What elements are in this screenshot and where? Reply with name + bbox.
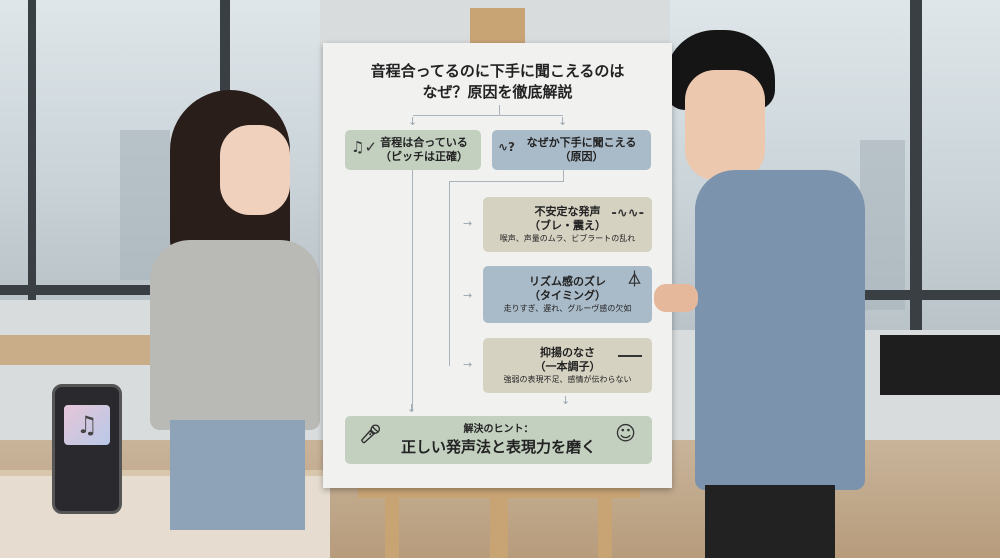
waveform-icon: -∿∿- [611, 206, 644, 221]
cause-title: リズム感のズレ [529, 274, 606, 288]
woman-sweater [150, 240, 320, 430]
smartphone: ♫ [52, 384, 122, 514]
arrow-down-icon: ↓ [558, 115, 568, 128]
pitch-correct-box: ♫✓ 音程は合っている （ピッチは正確） [345, 130, 481, 170]
cause-subtitle: （ブレ・震え） [529, 218, 606, 232]
album-art-music-note-icon: ♫ [64, 405, 110, 445]
sounds-bad-box: ∿? なぜか下手に聞こえる （原因） [492, 130, 651, 170]
solution-label: 解決のヒント： [463, 424, 534, 435]
man-denim-jacket [695, 170, 865, 490]
box-title: なぜか下手に聞こえる [526, 136, 637, 149]
piano [880, 335, 1000, 395]
pointing-hand [654, 284, 698, 312]
box-subtitle: （原因） [559, 150, 604, 163]
waveform-question-icon: ∿? [498, 140, 516, 154]
arrow-down-icon: ↓ [407, 402, 417, 415]
cause-box-monotone: 抑揚のなさ （一本調子） 強弱の表現不足、感情が伝わらない [483, 338, 652, 393]
easel-leg [598, 495, 612, 558]
man-pants [705, 485, 835, 558]
cause-detail: 強弱の表現不足、感情が伝わらない [503, 374, 632, 384]
window-frame [28, 0, 36, 300]
solution-text: 正しい発声法と表現力を磨く [400, 438, 596, 456]
cause-detail: 走りすぎ、遅れ、グルーヴ感の欠如 [503, 303, 632, 313]
woman [150, 90, 340, 530]
box-title: 音程は合っている [380, 136, 468, 149]
connector [412, 170, 413, 410]
board-title: 音程合ってるのに下手に聞こえるのは なぜ？原因を徹底解説 [323, 61, 672, 103]
connector [449, 181, 564, 182]
arrow-down-icon: ↓ [561, 394, 571, 407]
cause-title: 抑揚のなさ [540, 345, 595, 359]
microphone-icon: 🎤︎ [359, 424, 382, 445]
woman-jeans [170, 420, 305, 530]
cause-box-rhythm: ⏃ リズム感のズレ （タイミング） 走りすぎ、遅れ、グルーヴ感の欠如 [483, 266, 652, 323]
man-face [685, 70, 765, 180]
arrow-right-icon: → [463, 289, 473, 302]
cause-box-unstable-voice: -∿∿- 不安定な発声 （ブレ・震え） 喉声、声量のムラ、ビブラートの乱れ [483, 197, 652, 252]
diagram-board: 音程合ってるのに下手に聞こえるのは なぜ？原因を徹底解説 ↓ ↓ ↓ → → →… [323, 43, 672, 488]
arrow-right-icon: → [463, 217, 473, 230]
cause-subtitle: （一本調子） [534, 359, 601, 373]
easel-top-clamp [470, 8, 525, 44]
title-line-1: 音程合ってるのに下手に聞こえるのは [370, 62, 625, 80]
easel-leg [385, 495, 399, 558]
woman-face [220, 125, 290, 215]
connector [449, 181, 450, 366]
desk [0, 335, 160, 365]
man [640, 30, 870, 558]
window-frame [910, 0, 922, 330]
easel-tray [358, 486, 640, 498]
city-building [860, 140, 905, 310]
music-note-check-icon: ♫✓ [351, 138, 378, 156]
connector [563, 170, 564, 181]
flat-line-icon [618, 355, 642, 357]
box-subtitle: （ピッチは正確） [380, 150, 468, 163]
solution-box: 🎤︎ ☺ 解決のヒント： 正しい発声法と表現力を磨く [345, 416, 652, 464]
title-line-2: なぜ？原因を徹底解説 [422, 83, 573, 101]
arrow-right-icon: → [463, 358, 473, 371]
smiley-icon: ☺ [615, 421, 636, 445]
cause-detail: 喉声、声量のムラ、ビブラートの乱れ [499, 233, 636, 243]
cause-subtitle: （タイミング） [529, 288, 606, 302]
connector [499, 105, 500, 115]
metronome-icon: ⏃ [626, 270, 642, 288]
cause-title: 不安定な発声 [534, 204, 601, 218]
connector [413, 115, 563, 116]
easel-leg [490, 495, 508, 558]
arrow-down-icon: ↓ [408, 115, 418, 128]
